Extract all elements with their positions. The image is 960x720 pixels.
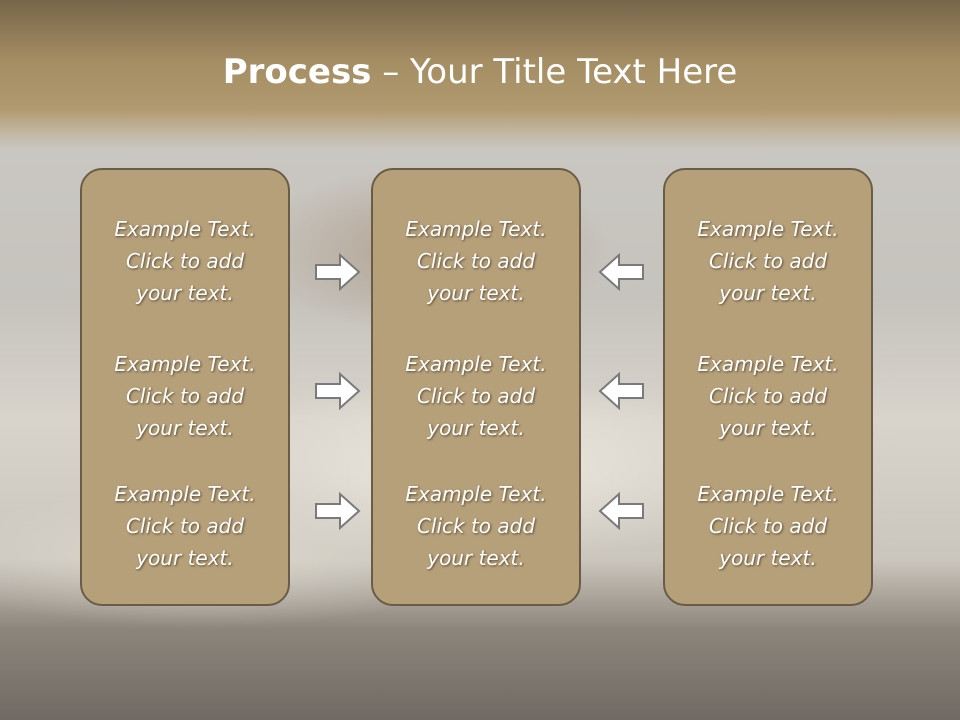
text-line: your text. xyxy=(136,546,234,570)
text-line: your text. xyxy=(427,281,525,305)
text-line: Click to add xyxy=(708,384,828,408)
title-band xyxy=(0,0,960,150)
text-block[interactable]: Example Text. Click to add your text. xyxy=(82,348,288,444)
slide-title[interactable]: Process – Your Title Text Here xyxy=(0,52,960,92)
text-line: your text. xyxy=(719,416,817,440)
text-line: Click to add xyxy=(125,384,245,408)
process-box-middle[interactable]: Example Text. Click to add your text. Ex… xyxy=(371,168,581,606)
arrow-right-icon xyxy=(315,252,361,292)
arrow-right-icon xyxy=(315,491,361,531)
text-line: Example Text. xyxy=(697,482,839,506)
text-line: your text. xyxy=(136,281,234,305)
text-block[interactable]: Example Text. Click to add your text. xyxy=(665,213,871,309)
arrow-left-icon xyxy=(598,491,644,531)
arrow-left-icon xyxy=(598,371,644,411)
text-line: Click to add xyxy=(708,514,828,538)
text-line: Example Text. xyxy=(697,352,839,376)
title-rest: – Your Title Text Here xyxy=(371,52,738,92)
text-block[interactable]: Example Text. Click to add your text. xyxy=(665,478,871,574)
text-block[interactable]: Example Text. Click to add your text. xyxy=(373,348,579,444)
title-bold: Process xyxy=(222,52,372,92)
text-block[interactable]: Example Text. Click to add your text. xyxy=(373,213,579,309)
text-line: Example Text. xyxy=(114,217,256,241)
text-line: Click to add xyxy=(416,514,536,538)
text-line: Example Text. xyxy=(697,217,839,241)
process-box-right[interactable]: Example Text. Click to add your text. Ex… xyxy=(663,168,873,606)
text-line: Example Text. xyxy=(114,482,256,506)
text-block[interactable]: Example Text. Click to add your text. xyxy=(373,478,579,574)
arrow-left-icon xyxy=(598,252,644,292)
text-line: Example Text. xyxy=(405,352,547,376)
text-block[interactable]: Example Text. Click to add your text. xyxy=(665,348,871,444)
text-line: Click to add xyxy=(416,384,536,408)
text-line: Click to add xyxy=(708,249,828,273)
text-line: Example Text. xyxy=(405,217,547,241)
text-line: your text. xyxy=(427,416,525,440)
arrow-right-icon xyxy=(315,371,361,411)
text-line: your text. xyxy=(427,546,525,570)
text-block[interactable]: Example Text. Click to add your text. xyxy=(82,478,288,574)
text-line: your text. xyxy=(719,546,817,570)
text-line: Click to add xyxy=(125,514,245,538)
process-box-left[interactable]: Example Text. Click to add your text. Ex… xyxy=(80,168,290,606)
text-line: your text. xyxy=(719,281,817,305)
text-line: your text. xyxy=(136,416,234,440)
text-line: Example Text. xyxy=(405,482,547,506)
text-block[interactable]: Example Text. Click to add your text. xyxy=(82,213,288,309)
text-line: Click to add xyxy=(416,249,536,273)
text-line: Example Text. xyxy=(114,352,256,376)
text-line: Click to add xyxy=(125,249,245,273)
